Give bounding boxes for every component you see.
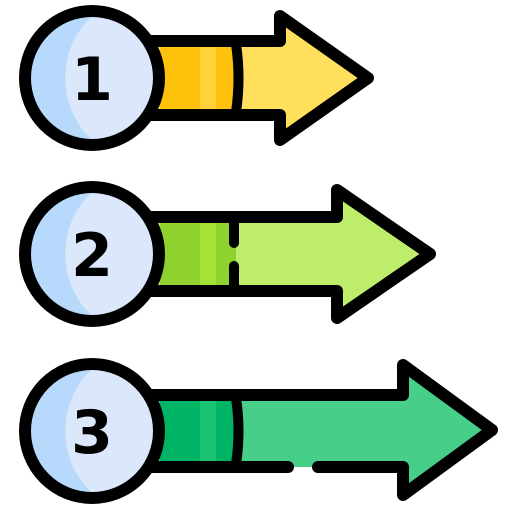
step-1-arrow-outline [144,10,374,146]
step-1-number: 1 [71,45,113,115]
step-3-band-shade [200,397,216,465]
step-1: 1 [19,5,374,151]
step-3-number: 3 [71,398,113,468]
step-3-band-divider [231,393,244,469]
step-3-circle-shade [30,369,92,493]
step-2: 2 [19,181,436,327]
step-1-band-divider [231,39,244,117]
step-2-band-shade [200,219,216,289]
step-3-arrow-outline [144,359,498,501]
step-2-circle-shade [30,192,92,316]
step-3-color-band [160,397,236,465]
step-1-color-band [160,43,236,113]
step-2-color-band [160,219,236,289]
step-2-number: 2 [71,221,113,291]
step-3: 3 [19,358,498,504]
step-1-circle-shade [30,16,92,140]
step-2-arrow-outline [144,184,436,324]
step-1-band-shade [200,43,216,113]
